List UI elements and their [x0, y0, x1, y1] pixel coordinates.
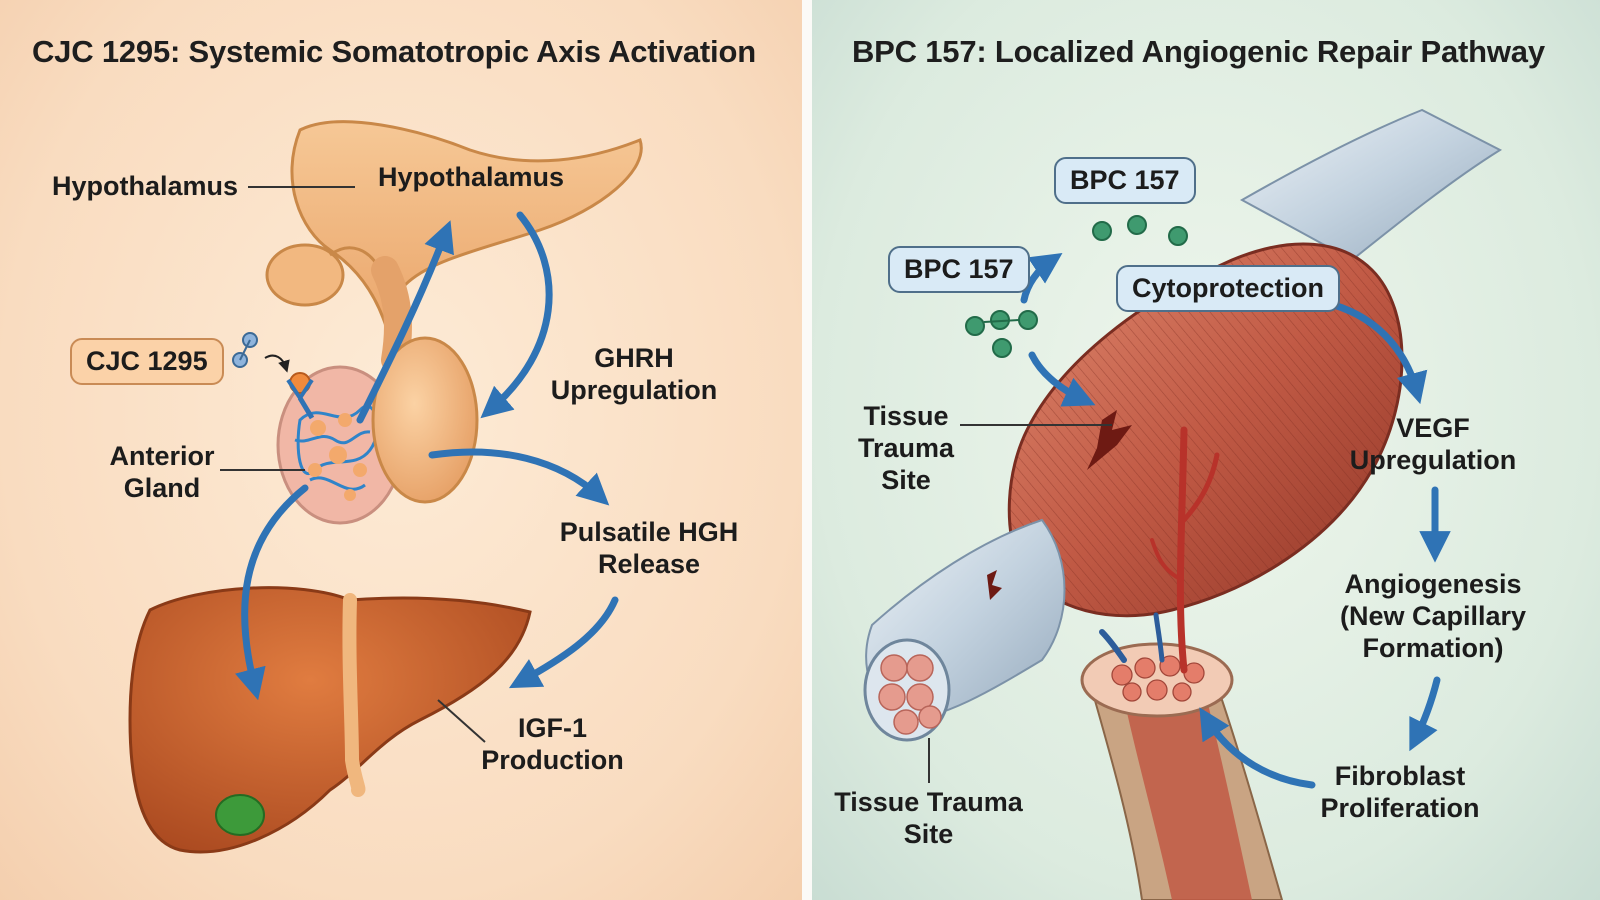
cjc-1295-pill: CJC 1295: [70, 338, 224, 385]
label-vegf-upregulation: VEGF Upregulation: [1349, 413, 1517, 475]
hypothalamus-shape: [290, 120, 643, 341]
tissue-tear: [1087, 410, 1132, 470]
label-hypothalamus-outer: Hypothalamus: [52, 171, 239, 201]
label-angiogenesis: Angiogenesis (New Capillary Formation): [1339, 569, 1527, 663]
bpc-molecules: [965, 215, 1188, 358]
left-panel: CJC 1295: Systemic Somatotropic Axis Act…: [0, 0, 802, 900]
cytoprotection-pill: Cytoprotection: [1116, 265, 1340, 312]
label-hypothalamus-inner: Hypothalamus: [378, 162, 565, 192]
receptor-molecule: [232, 332, 315, 420]
label-fibroblast-proliferation: Fibroblast Proliferation: [1320, 761, 1480, 823]
left-title: CJC 1295: Systemic Somatotropic Axis Act…: [32, 34, 756, 69]
label-igf-1-production: IGF-1 Production: [481, 713, 624, 775]
bpc-157-pill-left: BPC 157: [888, 246, 1030, 293]
liver-shape: [128, 586, 532, 854]
panel-divider: [802, 0, 812, 900]
bpc-157-pill-top: BPC 157: [1054, 157, 1196, 204]
label-anterior-gland: Anterior Gland: [109, 441, 215, 503]
label-pulsatile-hgh-release: Pulsatile HGH Release: [559, 517, 739, 579]
flow-arrows: [1020, 253, 1451, 789]
blood-vessels: [1099, 426, 1220, 674]
label-ghrh-upregulation: GHRH Upregulation: [550, 343, 718, 405]
right-title: BPC 157: Localized Angiogenic Repair Pat…: [852, 34, 1545, 69]
muscle-tendon-illustration: [863, 108, 1503, 900]
posterior-gland-shape: [371, 336, 479, 504]
right-panel: BPC 157: Localized Angiogenic Repair Pat…: [812, 0, 1600, 900]
gallbladder-shape: [215, 794, 265, 836]
pituitary-liver-illustration: [128, 120, 643, 854]
label-tissue-trauma-site-1: Tissue Trauma Site: [857, 401, 955, 495]
label-tissue-trauma-site-2: Tissue Trauma Site: [834, 787, 1023, 849]
flow-arrows: [235, 211, 619, 701]
